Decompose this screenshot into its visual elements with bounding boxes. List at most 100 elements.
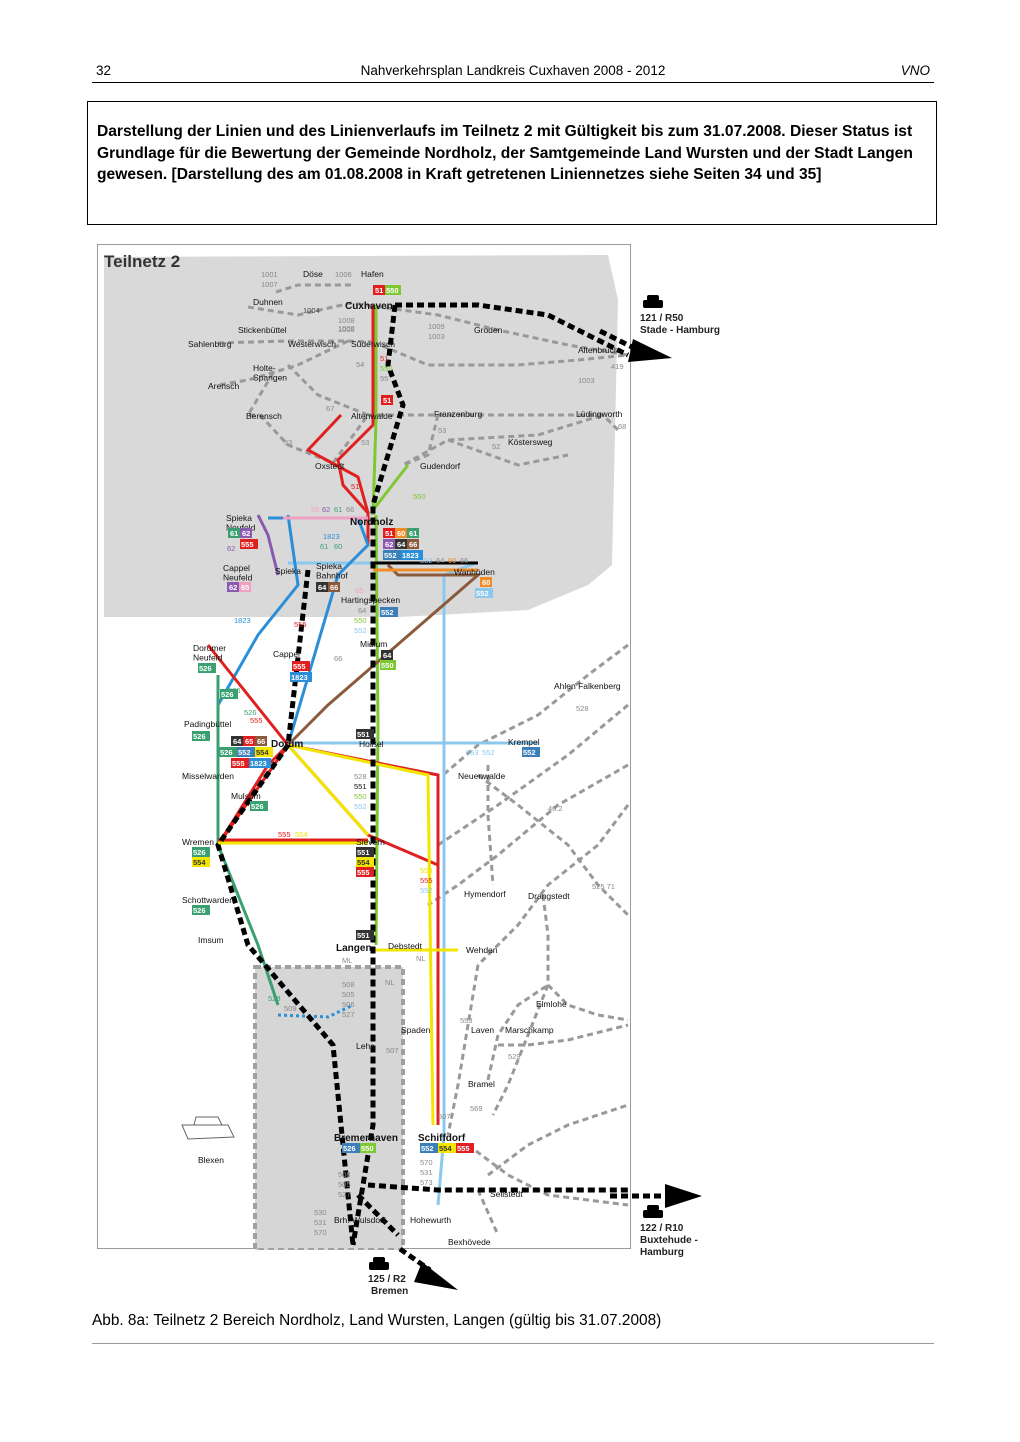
line-555-b: 555 [294,620,307,629]
place-mulsum: Mulsum [231,791,261,801]
line-552-g: 552 [354,802,367,811]
line-550-b: 550 [413,492,426,501]
place-marschkamp: Marschkamp [505,1025,554,1035]
line-51-b: 51 [351,482,359,491]
line-64-c: 64 [436,556,444,565]
line-67: 67 [326,404,334,413]
place-spaden: Spaden [401,1025,431,1035]
grey-lines [217,283,630,1236]
place-bremerhaven: Bremerhaven [334,1133,398,1144]
line-526-b: 526 [244,708,257,717]
place-stickenbuettel: Stickenbüttel [238,325,287,335]
badge-526-dorum: 526 [220,748,233,757]
line-62-b: 62 [322,505,330,514]
place-westerwisch: Westerwisch [288,339,336,349]
place-sellstedt: Sellstedt [490,1189,523,1199]
place-cappel: Cappel [273,649,300,659]
line-1003b: 1003 [578,376,595,385]
car-icon-east [643,1205,663,1218]
place-holssel: Holßel [359,739,384,749]
place-ahlen-falkenberg: Ahlen Falkenberg [554,681,621,691]
badge-1823-nordholz: 1823 [402,551,419,560]
line-1007: 1007 [261,280,278,289]
badge-554-dorum: 554 [256,748,269,757]
car-icon-north [643,295,663,308]
line-550-e: 550 [354,616,367,625]
place-debstedt: Debstedt [388,941,423,951]
place-doese: Döse [303,269,323,279]
line-60-d: 60 [448,556,456,565]
map-title: Teilnetz 2 [104,252,180,271]
badge-66-nordholz: 66 [409,540,417,549]
line-1002: 1002 [338,324,355,333]
badge-555-sievern: 555 [357,868,370,877]
line-505: 505 [342,990,355,999]
place-luedingworth: Lüdingworth [576,409,623,419]
badge-551-langen: 551 [357,931,370,940]
line-505-b: 505 [338,1180,351,1189]
badge-526-wremen: 526 [193,848,206,857]
badge-555-cappel: 555 [293,662,306,671]
badge-526-brhv: 526 [343,1144,356,1153]
line-554-d: 554 [295,830,308,839]
line-1009: 1009 [428,322,445,331]
line-552-f: 552 [482,748,495,757]
badge-552-schiffdorf: 552 [421,1144,434,1153]
line-531: 531 [420,1168,433,1177]
line-1008: 1008 [338,316,355,325]
line-68: 68 [618,422,626,431]
badge-550-top: 550 [386,286,399,295]
place-padingbuettel: Padingbüttel [184,719,231,729]
place-krempel: Krempel [508,737,540,747]
line-55-b: 55 [311,505,319,514]
exit-dest-north: Stade - Hamburg [640,325,720,336]
line-66-b: 66 [346,505,354,514]
badge-552-harting: 552 [381,608,394,617]
badge-51-altenwalde: 51 [383,396,391,405]
exit-dest-south: Bremen [371,1286,408,1297]
line-1003: 1003 [428,332,445,341]
exit-route-north: 121 / R50 [640,313,684,324]
place-hartingspecken: Hartingspecken [341,595,400,605]
place-wehden: Wehden [466,945,498,955]
line-551-b: 551 [354,782,367,791]
line-552-e: 552 [354,626,367,635]
badge-1823-cappel: 1823 [291,673,308,682]
place-wanhoeden: Wanhöden [454,567,495,577]
car-icon-south [369,1257,389,1270]
badge-64-nordholz: 64 [397,540,406,549]
badge-62-nordholz: 62 [385,540,393,549]
place-sievern: Sievern [356,837,385,847]
line-1005: 1005 [338,325,355,334]
badge-526-dorumer-b: 526 [221,690,234,699]
line-64-e: 64 [358,606,366,615]
badge-555-schiffdorf: 555 [457,1144,470,1153]
place-hohewurth: Hohewurth [410,1215,451,1225]
place-midlum: Midlum [360,639,387,649]
badge-552-dorum: 552 [238,748,251,757]
line-529: 529 [508,1052,521,1061]
badge-1823-dorum: 1823 [250,759,267,768]
badge-526-padingbuettel: 526 [193,732,206,741]
place-dorum: Dorum [271,739,303,750]
place-hafen: Hafen [361,269,384,279]
header-rule [92,82,934,83]
badge-66-spieka-bf: 66 [330,583,338,592]
line-nl-b: NL [385,978,395,987]
line-527-b: 527 [338,1190,351,1199]
line-550-f: 550 [354,792,367,801]
place-langen: Langen [336,943,372,954]
place-bramel: Bramel [468,1079,495,1089]
line-506: 506 [342,1000,355,1009]
place-labels: Döse Hafen Duhnen Cuxhaven Stickenbüttel… [182,269,623,1247]
line-1006: 1006 [335,270,352,279]
notice-text: Darstellung der Linien und des Linienver… [97,123,913,183]
line-66-e: 66 [334,654,342,663]
line-509: 509 [284,1004,297,1013]
place-misselwarden: Misselwarden [182,771,234,781]
place-schiffdorf: Schiffdorf [418,1133,466,1144]
place-berensch: Berensch [246,411,282,421]
badge-552-nordholz: 552 [384,551,397,560]
